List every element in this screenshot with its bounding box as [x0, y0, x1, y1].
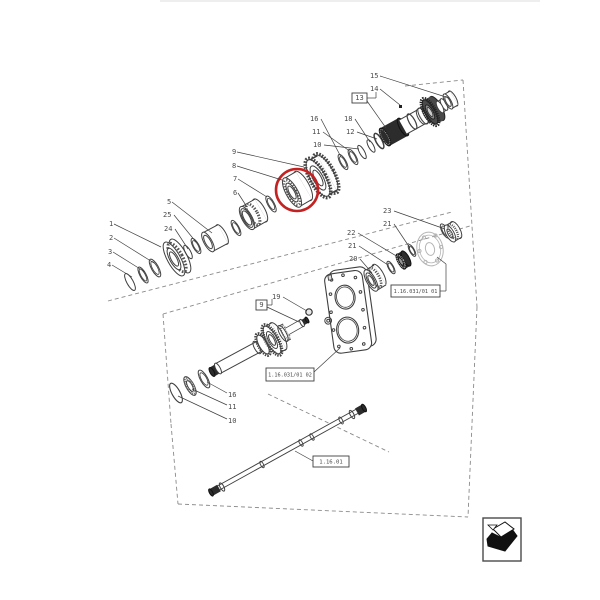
callout-leader	[236, 151, 305, 168]
callout-leader	[206, 381, 228, 394]
callout-leader	[393, 223, 411, 249]
callout-leader	[113, 237, 155, 264]
callout-leader	[282, 296, 308, 312]
nav-button[interactable]	[482, 517, 522, 562]
ref-box-label[interactable]: 13	[355, 94, 363, 102]
callout-leader	[171, 201, 213, 234]
synchro-hub	[281, 170, 314, 208]
ref-box-leader	[313, 347, 341, 373]
callout-label: 14	[370, 85, 378, 93]
ref-box[interactable]	[351, 92, 368, 104]
callout-label: 11	[228, 403, 236, 411]
mainshaft-assembly	[169, 220, 463, 404]
callout-label: 20	[349, 255, 357, 263]
callout-label: 16	[310, 115, 318, 123]
callout-label: 1	[109, 220, 113, 228]
callout-leader	[359, 258, 373, 274]
callout-leader	[393, 210, 446, 230]
ref-box[interactable]	[312, 455, 350, 468]
callout-label: 9	[232, 148, 236, 156]
ref-box-leader	[436, 256, 447, 265]
callout-leader	[112, 251, 146, 273]
ref-box-label[interactable]: 1.16.031/01 02	[268, 373, 312, 379]
callout-leader	[354, 118, 371, 143]
callout-leader	[323, 144, 360, 150]
callout-label: 16	[228, 391, 236, 399]
callout-label: 24	[164, 225, 172, 233]
callout-label: 15	[370, 72, 378, 80]
ref-box-label[interactable]: 1.16.031/01 01	[394, 289, 438, 295]
callout-label: 7	[233, 175, 237, 183]
callout-leader	[177, 395, 228, 420]
callout-label: 22	[347, 229, 355, 237]
ref-box-label[interactable]: 9	[259, 301, 263, 309]
panel-boundaries	[107, 79, 478, 518]
ref-box-label[interactable]: 1.16.01	[319, 460, 343, 466]
callout-leader	[113, 223, 162, 248]
callout-leader	[357, 232, 399, 258]
callout-leader	[111, 264, 133, 278]
pin	[399, 105, 402, 108]
ref-box[interactable]	[255, 299, 268, 311]
callout-label: 21	[348, 242, 356, 250]
ref-box-leader	[294, 450, 314, 462]
ref-box[interactable]	[390, 284, 441, 298]
callout-leader	[356, 131, 378, 140]
callout-label: 4	[107, 261, 111, 269]
ghost-gear-disc	[416, 231, 444, 267]
callout-leader	[379, 88, 401, 106]
callout-label: 8	[232, 162, 236, 170]
callout-leader	[237, 192, 248, 208]
callout-label: 2	[109, 234, 113, 242]
bottom-long-shaft	[208, 403, 368, 497]
callout-label: 3	[108, 248, 112, 256]
callout-leader	[173, 214, 197, 243]
upper-shaft-assembly	[124, 90, 459, 293]
highlight-circle	[274, 167, 320, 213]
callout-label: 5	[167, 198, 171, 206]
page-flip-icon	[486, 521, 518, 552]
callout-leader	[379, 75, 450, 99]
callout-leader	[236, 165, 283, 181]
callout-leader	[237, 178, 268, 198]
callout-leader	[358, 245, 389, 266]
callout-label: 6	[233, 189, 237, 197]
callout-leader	[322, 131, 352, 153]
ref-box-leader	[366, 100, 387, 129]
detent-ball	[305, 308, 313, 316]
ref-box[interactable]	[265, 367, 315, 382]
callout-label: 19	[272, 293, 280, 301]
callout-label: 18	[344, 115, 352, 123]
ref-box-leader	[266, 306, 300, 323]
callout-label: 10	[313, 141, 321, 149]
callout-label: 21	[383, 220, 391, 228]
callout-label: 11	[312, 128, 320, 136]
callout-label: 25	[163, 211, 171, 219]
main-gear	[303, 152, 341, 200]
callout-label: 10	[228, 417, 236, 425]
callout-label: 12	[346, 128, 354, 136]
housing-plate	[324, 266, 377, 354]
callout-leader	[191, 388, 228, 406]
callout-label: 23	[383, 207, 391, 215]
callout-leader	[174, 228, 189, 250]
